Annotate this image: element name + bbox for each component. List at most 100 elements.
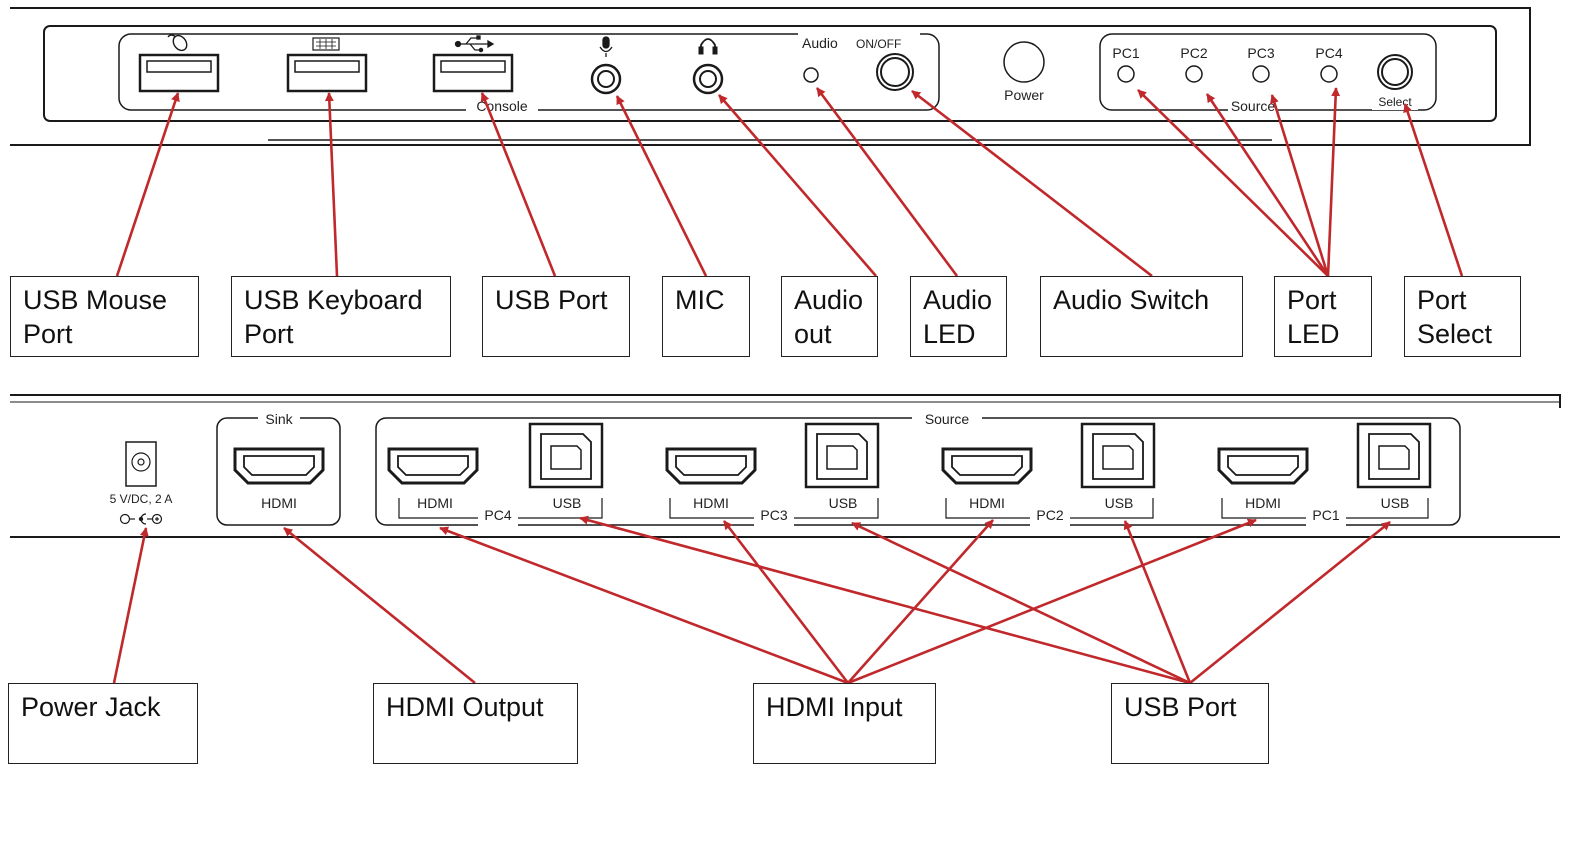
front-source-label: Source [1231, 98, 1276, 114]
callout-mic: MIC [662, 276, 750, 357]
callout-power-jack-line1: Power Jack [21, 692, 161, 722]
pc1-usb-b-port [1356, 422, 1432, 489]
microphone-icon [599, 36, 613, 57]
pc4-label-gap [478, 510, 518, 526]
pc4-led-label: PC4 [1315, 45, 1342, 61]
pc1-led-label: PC1 [1112, 45, 1139, 61]
usb-a-port-console [432, 53, 514, 93]
callout-port-led-line1: Port [1287, 285, 1337, 315]
pc3-hdmi-port [665, 447, 757, 485]
select-button [1377, 54, 1413, 90]
callout-mic-line1: MIC [675, 285, 725, 315]
polarity-symbol-icon [119, 513, 163, 525]
pc1-hdmi-port [1217, 447, 1309, 485]
front-panel [10, 7, 1531, 146]
pc3-led-label: PC3 [1247, 45, 1274, 61]
arrow-audio-out [718, 94, 877, 277]
callout-port-select-line2: Select [1417, 319, 1493, 349]
pc2-group-label: PC2 [1036, 507, 1063, 523]
arrow-port-led-pc1 [1137, 89, 1329, 277]
rear-source-label: Source [925, 411, 970, 427]
pc3-group-label: PC3 [760, 507, 787, 523]
arrow-port-led-pc2 [1205, 93, 1330, 277]
rear-source-label-gap [912, 410, 982, 426]
callout-port-led-line2: LED [1287, 319, 1340, 349]
callout-port-select-line1: Port [1417, 285, 1467, 315]
audio-label-gap [798, 28, 920, 42]
callout-hdmi-output-line1: HDMI Output [386, 692, 544, 722]
mic-jack [590, 63, 622, 95]
callout-port-select: Port Select [1404, 276, 1521, 357]
power-jack [125, 441, 157, 487]
arrow-usb-keyboard-port [324, 92, 339, 277]
front-panel-face [43, 25, 1497, 122]
pc4-hdmi-label: HDMI [417, 495, 453, 511]
power-button [1003, 41, 1045, 83]
callout-port-led: Port LED [1274, 276, 1372, 357]
arrow-audio-led [815, 87, 959, 277]
pc1-hdmi-label: HDMI [1245, 495, 1281, 511]
arrow-hdmi-output [283, 526, 476, 685]
callout-power-jack: Power Jack [8, 683, 198, 764]
hdmi-output-port [233, 447, 325, 485]
arrow-power-jack [112, 527, 149, 684]
arrow-usb-port-console [480, 92, 557, 277]
callout-audio-led-line1: Audio [923, 285, 993, 315]
arrow-hdmi-input-pc4 [439, 526, 849, 685]
pc4-led [1320, 65, 1338, 83]
pc4-usb-label: USB [553, 495, 582, 511]
power-rating-label: 5 V/DC, 2 A [110, 492, 173, 506]
pc4-usb-b-port [528, 422, 604, 489]
pc2-led [1185, 65, 1203, 83]
callout-audio-switch-line1: Audio Switch [1053, 285, 1210, 315]
pc2-hdmi-label: HDMI [969, 495, 1005, 511]
pc2-label-gap [1030, 510, 1070, 526]
usb-icon [454, 35, 495, 53]
headphone-icon [698, 38, 718, 55]
pc2-hdmi-port [941, 447, 1033, 485]
callout-usb-keyboard-port: USB Keyboard Port [231, 276, 451, 357]
audio-out-jack [692, 63, 724, 95]
arrow-usb-port-pc4 [579, 515, 1191, 685]
callout-audio-out-line1: Audio [794, 285, 864, 315]
audio-led [803, 67, 819, 83]
keyboard-icon [312, 37, 340, 51]
callout-hdmi-output: HDMI Output [373, 683, 578, 764]
arrow-port-led-pc4 [1326, 87, 1341, 277]
callout-audio-switch: Audio Switch [1040, 276, 1243, 357]
pc1-led [1117, 65, 1135, 83]
callout-usb-port-rear-line1: USB Port [1124, 692, 1237, 722]
callout-usb-mouse-port: USB Mouse Port [10, 276, 199, 357]
pc3-label-gap [754, 510, 794, 526]
callout-usb-mouse-port-line1: USB Mouse [23, 285, 168, 315]
callout-usb-port-console: USB Port [482, 276, 630, 357]
arrow-usb-port-pc1 [1189, 520, 1391, 685]
rear-panel-casing-top [10, 394, 1561, 408]
pc3-usb-b-port [804, 422, 880, 489]
usb-a-port-keyboard [286, 53, 368, 93]
arrow-hdmi-input-pc3 [722, 520, 850, 684]
front-panel-casing [10, 7, 1531, 146]
sink-label: Sink [265, 411, 293, 427]
callout-arrows [112, 87, 1464, 685]
callout-audio-out-line2: out [794, 319, 832, 349]
callout-hdmi-input: HDMI Input [753, 683, 936, 764]
pc4-group-label: PC4 [484, 507, 511, 523]
arrow-usb-port-pc3 [851, 521, 1191, 685]
arrow-hdmi-input-pc2 [847, 519, 994, 684]
callout-usb-keyboard-port-line2: Port [244, 319, 294, 349]
pc2-usb-label: USB [1105, 495, 1134, 511]
audio-label: Audio [802, 35, 838, 51]
arrow-usb-mouse-port [115, 92, 180, 277]
callout-usb-port-console-line1: USB Port [495, 285, 608, 315]
callout-audio-out: Audio out [781, 276, 878, 357]
pc3-usb-label: USB [829, 495, 858, 511]
console-label-gap [466, 98, 538, 116]
power-label: Power [1004, 87, 1044, 103]
pc3-led [1252, 65, 1270, 83]
arrow-mic [615, 95, 708, 277]
pc2-led-label: PC2 [1180, 45, 1207, 61]
usb-a-port-mouse [138, 53, 220, 93]
sink-label-gap [258, 410, 300, 426]
